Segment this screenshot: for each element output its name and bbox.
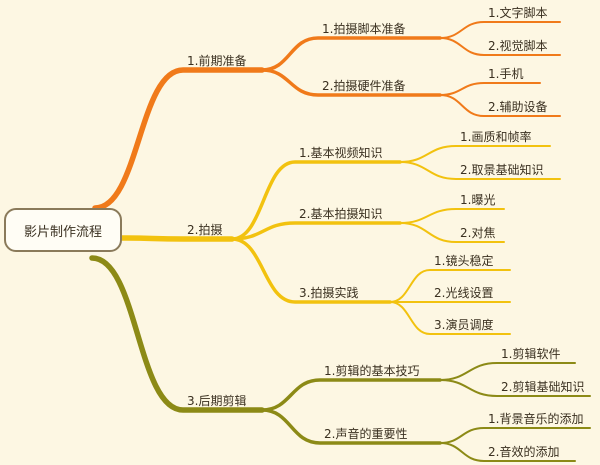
leaf-connector-2-2-2 <box>399 222 505 243</box>
leaf-node-2-2-1[interactable]: 1.曝光 <box>460 193 496 207</box>
subtopic-node-1-1[interactable]: 1.拍摄脚本准备 <box>322 22 406 36</box>
leaf-connector-1-2-1 <box>439 82 541 96</box>
leaf-node-2-2-2[interactable]: 2.对焦 <box>460 226 496 240</box>
leaf-connector-2-2-1 <box>399 208 505 224</box>
leaf-node-1-1-1[interactable]: 1.文字脚本 <box>488 6 548 20</box>
leaf-node-2-3-3[interactable]: 3.演员调度 <box>434 318 494 332</box>
leaf-connector-3-1-1 <box>439 362 576 381</box>
root-node[interactable]: 影片制作流程 <box>4 208 122 252</box>
leaf-node-3-2-2[interactable]: 2.音效的添加 <box>488 445 560 459</box>
leaf-connector-3-2-1 <box>439 427 591 444</box>
subtopic-connector-3-1 <box>260 378 442 412</box>
branch-connector-1 <box>92 67 265 211</box>
leaf-connector-1-2-2 <box>439 94 561 117</box>
leaf-node-1-2-2[interactable]: 2.辅助设备 <box>488 100 548 114</box>
subtopic-connector-2-2 <box>230 221 402 241</box>
branch-connector-3 <box>89 255 265 413</box>
leaf-node-2-3-1[interactable]: 1.镜头稳定 <box>434 254 494 268</box>
leaf-node-3-1-1[interactable]: 1.剪辑软件 <box>501 347 561 361</box>
leaf-connector-1-1-2 <box>439 37 561 56</box>
subtopic-connector-1-2 <box>260 68 442 97</box>
subtopic-connector-2-1 <box>230 160 402 241</box>
subtopic-connector-1-1 <box>260 36 442 72</box>
leaf-connector-1-1-1 <box>439 21 561 39</box>
subtopic-connector-3-2 <box>260 408 442 445</box>
subtopic-node-1-2[interactable]: 2.拍摄硬件准备 <box>322 79 406 93</box>
leaf-node-3-2-1[interactable]: 1.背景音乐的添加 <box>488 412 584 426</box>
subtopic-node-3-1[interactable]: 1.剪辑的基本技巧 <box>324 364 420 378</box>
branch-node-3[interactable]: 3.后期剪辑 <box>187 394 247 408</box>
root-node-label: 影片制作流程 <box>23 224 102 240</box>
leaf-node-1-1-2[interactable]: 2.视觉脚本 <box>488 39 548 53</box>
leaf-connector-3-2-2 <box>439 442 576 462</box>
leaf-connector-3-1-2 <box>439 379 591 397</box>
subtopic-node-2-1[interactable]: 1.基本视频知识 <box>299 146 383 160</box>
branch-node-2[interactable]: 2.拍摄 <box>187 223 223 237</box>
subtopic-node-3-2[interactable]: 2.声音的重要性 <box>324 427 408 441</box>
subtopic-node-2-2[interactable]: 2.基本拍摄知识 <box>299 207 383 221</box>
leaf-connector-2-3-1 <box>389 269 511 303</box>
leaf-node-1-2-1[interactable]: 1.手机 <box>488 67 524 81</box>
leaf-connector-2-1-1 <box>399 145 551 163</box>
subtopic-node-2-3[interactable]: 3.拍摄实践 <box>299 286 359 300</box>
leaf-connector-2-1-2 <box>399 161 561 180</box>
leaf-node-3-1-2[interactable]: 2.剪辑基础知识 <box>501 380 585 394</box>
leaf-node-2-1-2[interactable]: 2.取景基础知识 <box>460 163 544 177</box>
leaf-node-2-3-2[interactable]: 2.光线设置 <box>434 286 494 300</box>
branch-connector-2 <box>119 235 235 242</box>
branch-node-1[interactable]: 1.前期准备 <box>187 54 247 68</box>
leaf-connector-2-3-3 <box>389 301 511 335</box>
leaf-node-2-1-1[interactable]: 1.画质和帧率 <box>460 130 532 144</box>
subtopic-connector-2-3 <box>230 237 392 304</box>
